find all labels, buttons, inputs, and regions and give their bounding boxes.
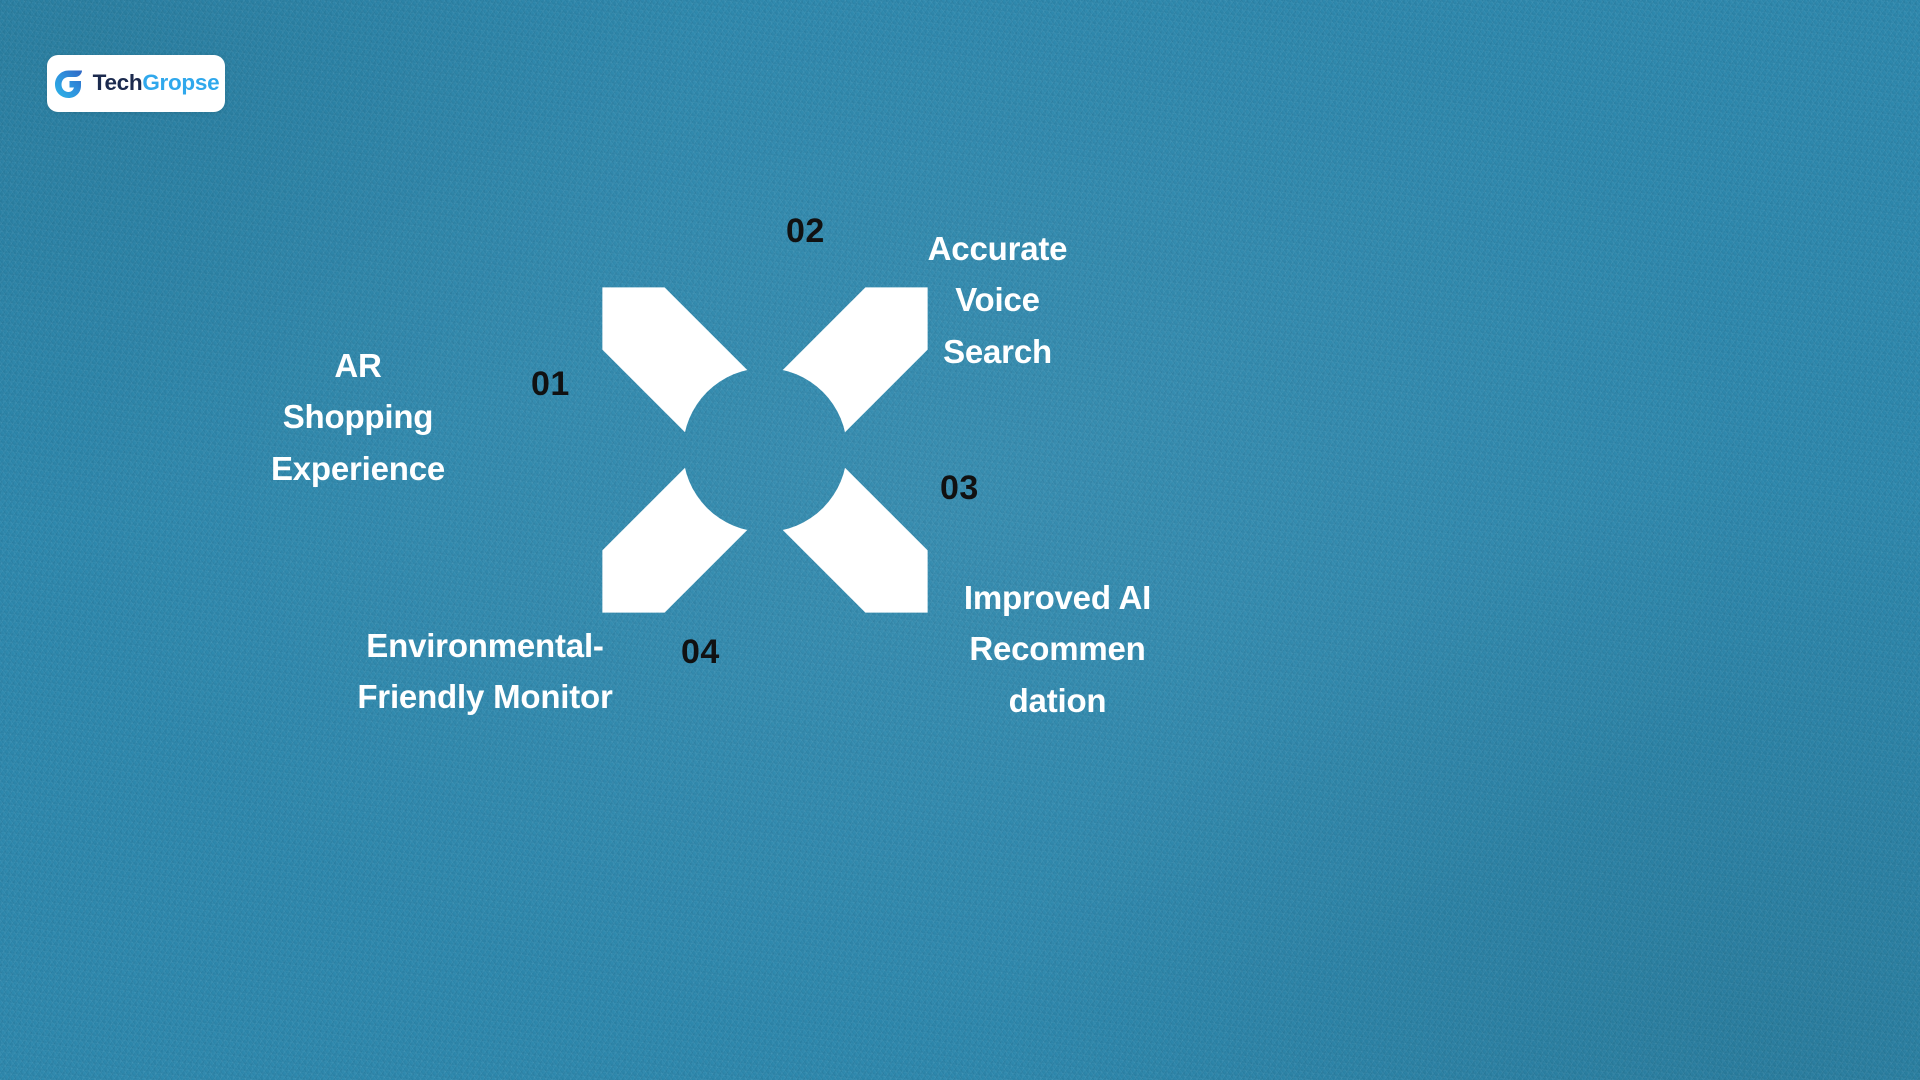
pinwheel-arm-04 <box>571 404 811 644</box>
step-label-accurate-voice-search: Accurate Voice Search <box>927 230 1068 370</box>
step-number-01: 01 <box>531 365 570 403</box>
logo-wordmark: TechGropse <box>93 72 220 95</box>
logo-text-gropse: Gropse <box>142 70 220 96</box>
logo-text-tech: Tech <box>92 70 143 96</box>
step-number-02: 02 <box>786 212 825 250</box>
step-number-04: 04 <box>681 633 720 671</box>
step-number-03: 03 <box>940 469 979 507</box>
logo-card[interactable]: TechGropse <box>47 55 225 112</box>
techgropse-g-icon <box>54 70 82 98</box>
step-label-improved-ai-recommendation: Improved AI Recommen dation <box>963 579 1152 719</box>
step-label-ar-shopping-experience: AR Shopping Experience <box>270 347 446 487</box>
step-label-environmental-friendly-monitor: Environmental- Friendly Monitor <box>357 627 613 716</box>
